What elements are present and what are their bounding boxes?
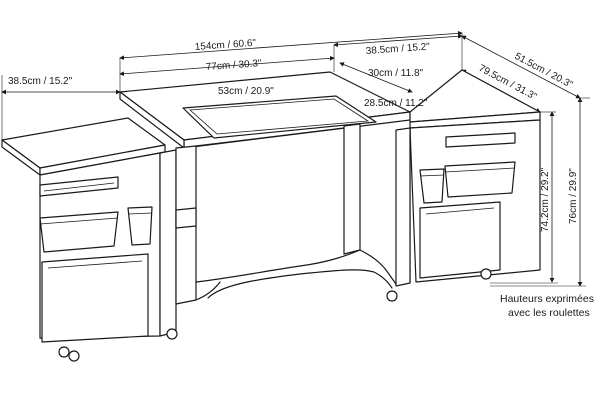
label-right-leaf: 38.5cm / 15.2": [365, 42, 430, 57]
left-tray: [39, 176, 119, 197]
label-center-top: 77cm / 30.3": [205, 58, 262, 73]
right-wheel-1: [386, 290, 398, 302]
left-drawer-unit: [41, 253, 149, 343]
note-line-1: Hauteurs exprimées: [500, 293, 594, 305]
inner-depth-line: [339, 62, 413, 93]
height-note: Hauteurs exprimées avec les roulettes: [500, 293, 594, 319]
label-opening-depth: 28.5cm / 11.2": [364, 98, 428, 109]
center-right-post: [343, 123, 361, 255]
label-left-leaf: 38.5cm / 15.2": [8, 76, 73, 87]
label-height-high: 76cm / 29.9": [568, 168, 579, 224]
depth-leaf-line: [461, 35, 581, 99]
cabinet-drawing: [1, 69, 541, 362]
left-cup: [127, 206, 153, 246]
note-line-2: avec les roulettes: [508, 307, 590, 319]
center-top-line: [119, 55, 335, 77]
label-height-low: 74.2cm / 29.2": [540, 167, 551, 232]
right-wheel-2: [480, 268, 492, 280]
right-cup: [419, 168, 445, 204]
label-opening-width: 53cm / 20.9": [218, 86, 274, 97]
right-leaf-line: [333, 33, 463, 48]
label-total-width: 154cm / 60.6": [194, 38, 256, 53]
left-wheel-2: [166, 328, 178, 340]
label-inner-depth: 30cm / 11.8": [368, 68, 424, 79]
base-rail: [195, 249, 397, 285]
right-basket: [444, 161, 516, 198]
right-tray: [445, 132, 516, 148]
right-drawer-unit: [419, 201, 501, 279]
left-basket: [39, 211, 119, 253]
left-wheel-1: [58, 346, 70, 358]
